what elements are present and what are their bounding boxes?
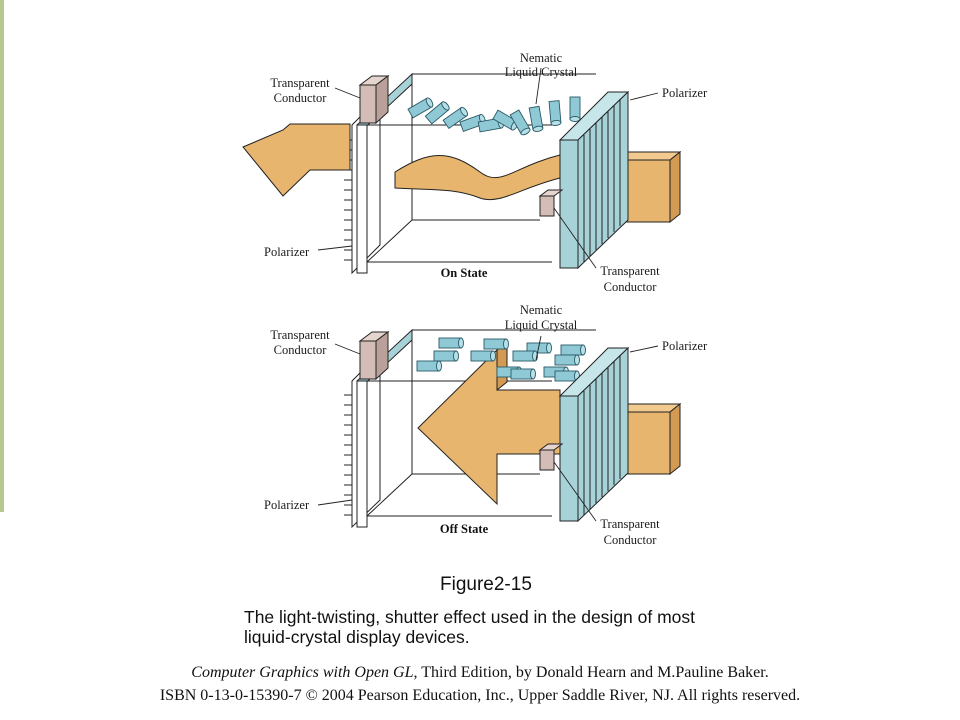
off-conductor-block-bottom [538,443,564,471]
on-conductor-block-top [358,75,390,125]
on-leader-lines [317,67,659,269]
caption-line-1: The light-twisting, shutter effect used … [244,607,696,627]
off-polarizer-label-left: Polarizer [264,498,310,512]
on-conductor-block-bottom [538,189,564,217]
off-state-title: Off State [440,522,489,536]
on-incoming-light-arrow [242,123,351,197]
on-nematic-crystal-rods [407,96,581,137]
off-leader-lines [317,335,659,522]
caption-line-2: liquid-crystal display devices. [244,627,470,647]
book-credit: Computer Graphics with Open GL, Third Ed… [0,664,960,682]
on-polarizer-label-left: Polarizer [264,245,310,259]
book-credit-rest: , Third Edition, by Donald Hearn and M.P… [413,664,769,681]
off-blocked-light-arrow [417,348,561,506]
figure-caption: The light-twisting, shutter effect used … [244,607,764,647]
off-polarizer-label-right: Polarizer [662,339,708,353]
off-conductor-block-top [358,331,390,381]
on-state-panel: Transparent Conductor Nematic Liquid Cry… [242,51,708,294]
off-state-panel: Transparent Conductor Nematic Liquid Cry… [264,303,708,547]
off-transparent-label-bottom-2: Conductor [604,533,658,547]
isbn-copyright: ISBN 0-13-0-15390-7 © 2004 Pearson Educa… [159,687,801,704]
book-title: Computer Graphics with Open GL [191,664,414,681]
off-nematic-label-2: Liquid Crystal [505,318,578,332]
on-nematic-label-1: Nematic [520,51,563,65]
figure-number: Figure2-15 [440,574,532,595]
slide-left-accent-bar [0,0,4,512]
off-right-polarizer [558,346,630,523]
off-transparent-label-bottom-1: Transparent [600,517,660,531]
on-state-title: On State [441,266,488,280]
off-nematic-label-1: Nematic [520,303,563,317]
off-transparent-label-top-1: Transparent [270,328,330,342]
on-transparent-label-top-1: Transparent [270,76,330,90]
off-transparent-label-top-2: Conductor [274,343,328,357]
off-cell-box [366,329,596,517]
on-transparent-label-bottom-1: Transparent [600,264,660,278]
on-transparent-label-bottom-2: Conductor [604,280,658,294]
on-polarizer-label-right: Polarizer [662,86,708,100]
on-cell-box [366,73,596,263]
on-transparent-label-top-2: Conductor [274,91,328,105]
on-nematic-label-2: Liquid Crystal [505,65,578,79]
on-twisted-light-ribbon [394,154,561,201]
